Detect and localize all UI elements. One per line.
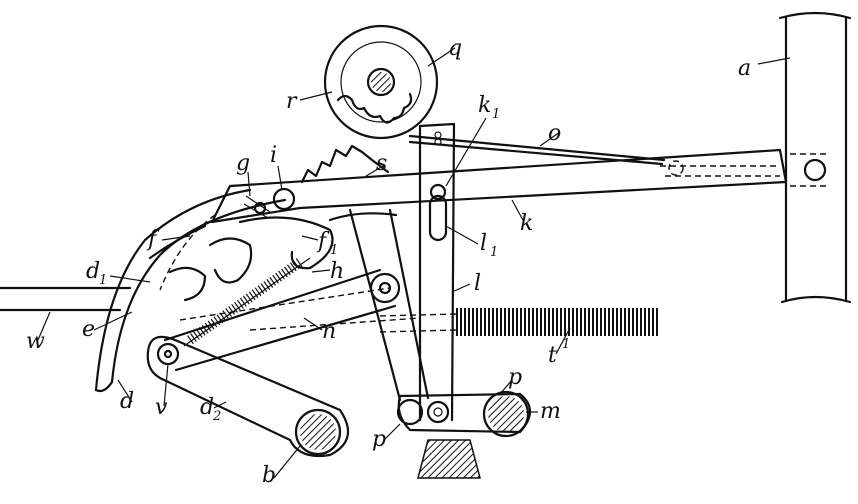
label-d2-sub: 2 [212, 409, 221, 424]
label-f1: f [316, 229, 330, 254]
spring-t1 [379, 308, 660, 336]
label-g: g [236, 151, 250, 176]
label-r: r [286, 89, 298, 114]
links-n-h [163, 257, 421, 372]
label-d: d [120, 389, 134, 414]
label-b: b [262, 463, 276, 488]
link-to-p [328, 208, 430, 402]
label-m: m [540, 399, 561, 424]
label-o: o [548, 121, 561, 146]
label-l1: l [480, 231, 487, 256]
label-t1: t [548, 343, 557, 368]
label-n: n [322, 319, 336, 344]
label-d1: d [86, 259, 100, 284]
lever-k [210, 148, 827, 224]
label-k1: k [478, 93, 491, 118]
label-l1-sub: 1 [490, 245, 498, 260]
label-f1-sub: 1 [330, 243, 338, 258]
wheel-q [323, 24, 439, 140]
label-k1-sub: 1 [492, 107, 500, 122]
label-a: a [738, 56, 751, 81]
rod-w [0, 286, 132, 312]
label-h: h [330, 259, 344, 284]
label-p-upper: p [508, 365, 522, 390]
label-p-lower: p [372, 427, 386, 452]
rod-o [408, 134, 666, 166]
arm-d2 [146, 335, 350, 458]
linkage-f-d [94, 187, 334, 393]
label-e: e [82, 317, 95, 342]
lever-p [396, 390, 532, 479]
label-d2: d [200, 395, 214, 420]
label-l: l [474, 271, 481, 296]
label-w: w [26, 329, 45, 354]
label-i: i [270, 143, 277, 168]
label-v: v [155, 395, 168, 420]
sector-s [300, 144, 390, 184]
label-s: s [376, 151, 387, 176]
label-d1-sub: 1 [99, 273, 107, 288]
leader-lines [37, 47, 791, 479]
post-a [778, 11, 852, 304]
label-t1-sup: 1 [562, 337, 570, 352]
label-k: k [520, 211, 533, 236]
bar-l [418, 122, 456, 422]
